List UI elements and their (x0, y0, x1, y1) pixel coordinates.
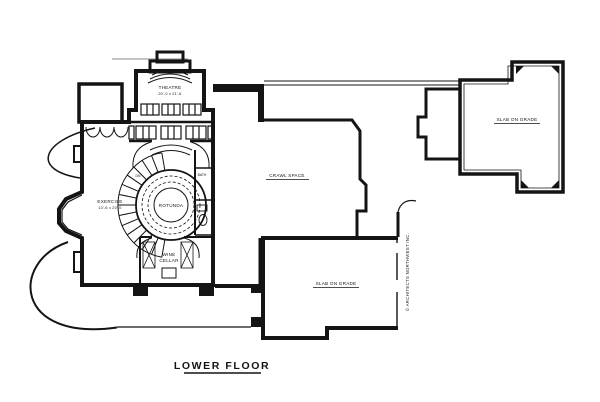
stair-tread (126, 224, 143, 236)
exercise-label: EXERCISE (97, 199, 122, 204)
lower-slab-building (251, 236, 398, 340)
neck-wall (213, 84, 263, 92)
exercise-dims: 13'-6 x 20'-0 (98, 206, 121, 210)
theatre-seating-arcs (147, 70, 193, 84)
sink-fixture (196, 204, 208, 212)
site-lines (29, 127, 251, 331)
main-house (57, 50, 215, 296)
corner-mark-tl (516, 66, 524, 74)
lower-terrace-arc (29, 241, 118, 331)
right-slab-outer (458, 60, 565, 194)
stair-tread (122, 183, 139, 192)
drawing-title: LOWER FLOOR (174, 360, 270, 372)
theatre-seat-row-2 (128, 125, 214, 140)
crawl-east-arc (397, 199, 417, 213)
stair-tread (161, 239, 166, 258)
slab-lower-label: SLAB ON GRADE (316, 281, 357, 286)
stair-tread (118, 211, 137, 216)
chimney-lower (251, 317, 263, 327)
stair-tread (118, 194, 137, 199)
theatre-dims: 20'-0 x 21'-6 (158, 92, 181, 96)
chimney-upper (251, 284, 263, 293)
stair-tread (126, 174, 143, 186)
stair-tread (122, 218, 139, 227)
rotunda-entry-steps (149, 144, 193, 156)
corner-mark-bl (521, 180, 529, 188)
pilaster-left (133, 287, 148, 296)
bay-window-inner (61, 194, 83, 236)
theatre-seat-row-1 (140, 103, 202, 116)
tasting-table (161, 267, 177, 279)
garage-room-outline (77, 82, 124, 124)
stair-tread (151, 155, 159, 173)
copyright-text: © ARCHITECTS NORTHWEST INC. (405, 233, 410, 311)
slab-right-label: SLAB ON GRADE (497, 117, 538, 122)
corner-mark-tr (551, 66, 559, 74)
window-left-upper (73, 145, 83, 163)
lower-slab-outer (261, 236, 398, 340)
corner-mark-br (551, 180, 559, 188)
wine-cellar-label-1: WINE (163, 252, 176, 257)
window-left-lower (73, 251, 83, 273)
wine-rack-left (142, 241, 156, 269)
right-side-rooms (194, 150, 213, 236)
pilaster-right (199, 287, 214, 296)
stair-tread (133, 166, 147, 181)
rotunda-label: ROTUNDA (159, 203, 184, 208)
porch-outline (416, 87, 459, 161)
bath-label: BATH (198, 173, 207, 177)
right-slab-building (458, 60, 565, 194)
arched-openings (85, 126, 129, 138)
wine-cellar-label-2: CELLAR (159, 258, 179, 263)
right-slab-inner (463, 65, 560, 189)
crawl-space-region (213, 80, 459, 288)
toilet-fixture (198, 214, 208, 226)
stair-dn-label: DN (136, 174, 141, 178)
stair-tread (141, 160, 153, 176)
upper-terrace-arc (47, 127, 96, 179)
crawl-space-outline (263, 118, 368, 238)
theatre-label: THEATRE (159, 85, 182, 90)
crawl-space-label: CRAWL SPACE (269, 173, 305, 178)
wine-cellar-room (139, 236, 213, 283)
stair-tread (161, 152, 166, 171)
rotunda-inner-circle (153, 187, 189, 223)
neck-wall-vertical (258, 84, 264, 122)
wine-rack-right (180, 241, 194, 269)
house-outer-wall (57, 69, 215, 287)
